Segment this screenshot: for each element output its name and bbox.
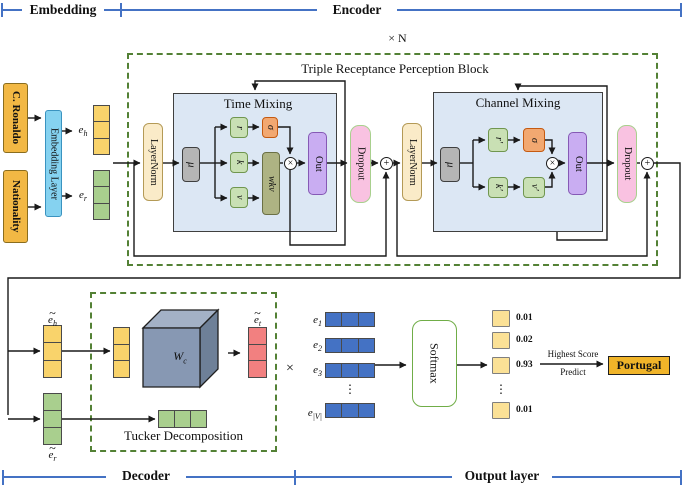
et-tilde-label: ~et	[253, 306, 262, 329]
times-symbol: ×	[286, 361, 294, 376]
time-mixing-mu-box: μ	[182, 147, 200, 182]
candidate-label-v: e|V|	[307, 407, 322, 422]
entity-box-head: C. Ronaldo	[3, 83, 28, 153]
channel-mixing-v-box: v′	[523, 177, 545, 198]
time-mixing-title: Time Mixing	[223, 96, 293, 111]
repeat-n-label: × N	[388, 31, 407, 45]
candidate-vector-1	[325, 312, 375, 327]
channel-mixing-title: Channel Mixing	[475, 95, 561, 110]
candidate-label-2: e2	[313, 339, 322, 354]
score-cell-v	[492, 402, 510, 419]
predicted-tail-vector	[248, 327, 267, 378]
tucker-label: Tucker Decomposition	[123, 428, 244, 443]
candidate-vector-2	[325, 338, 375, 353]
time-mixing-v-box: v	[230, 187, 248, 208]
score-value-1: 0.01	[516, 313, 533, 323]
channel-mixing-k-box: k′	[488, 177, 508, 198]
tucker-relation-vector	[158, 410, 207, 428]
decoder-head-vector	[43, 325, 62, 378]
candidate-vector-3	[325, 363, 375, 378]
score-cell-3	[492, 357, 510, 374]
head-embedding-vector	[93, 105, 110, 155]
section-label-output-layer: Output layer	[452, 468, 552, 484]
candidate-vector-v	[325, 403, 375, 418]
residual-add-2: +	[641, 157, 654, 170]
eh-tilde-label: ~eh	[48, 306, 57, 329]
candidate-vector-dots: ⋮	[344, 382, 356, 396]
channel-mixing-r-box: r′	[488, 128, 508, 152]
channel-mixing-sigma-box: σ	[523, 128, 545, 152]
prediction-box: Portugal	[608, 356, 670, 375]
time-mixing-multiply-node: ×	[284, 157, 297, 170]
dropout-1: Dropout	[350, 125, 371, 203]
layernorm-2: LayerNorm	[402, 123, 422, 201]
score-value-3: 0.93	[516, 360, 533, 370]
layernorm-1: LayerNorm	[143, 123, 163, 201]
tucker-dashed-box	[90, 292, 277, 452]
relation-embedding-vector	[93, 170, 110, 220]
section-label-embedding: Embedding	[22, 2, 104, 18]
core-tensor-cube	[141, 308, 220, 389]
time-mixing-k-box: k	[230, 152, 248, 173]
time-mixing-wkv-box: wkv	[262, 152, 280, 215]
time-mixing-r-box: r	[230, 117, 248, 138]
predict-caption-bottom: Predict	[560, 367, 586, 377]
encoder-dashed-box	[127, 53, 658, 266]
candidate-label-3: e3	[313, 364, 322, 379]
trp-block-title: Triple Receptance Perception Block	[301, 61, 489, 76]
score-cell-2	[492, 332, 510, 349]
score-cell-1	[492, 310, 510, 327]
softmax-box: Softmax	[412, 320, 457, 407]
decoder-relation-vector	[43, 393, 62, 445]
entity-box-relation: Nationality	[3, 170, 28, 243]
channel-mixing-multiply-node: ×	[546, 157, 559, 170]
score-value-2: 0.02	[516, 335, 533, 345]
time-mixing-out-box: Out	[308, 132, 327, 195]
embedding-layer-box: Embedding Layer	[45, 110, 62, 217]
tucker-head-vector	[113, 327, 130, 378]
predict-caption-top: Highest Score	[547, 349, 599, 359]
er-tilde-label: ~er	[48, 441, 57, 464]
core-tensor-label: Wc	[173, 349, 187, 366]
eh-label: eh	[78, 124, 88, 139]
section-label-encoder: Encoder	[317, 2, 397, 18]
section-label-decoder: Decoder	[106, 468, 186, 484]
candidate-label-1: e1	[313, 314, 322, 329]
time-mixing-sigma-box: σ	[262, 117, 278, 138]
residual-add-1: +	[380, 157, 393, 170]
score-cell-dots: ⋮	[495, 382, 507, 396]
channel-mixing-mu-box: μ	[440, 147, 460, 182]
er-label: er	[78, 189, 87, 204]
channel-mixing-out-box: Out	[568, 132, 587, 195]
dropout-2: Dropout	[617, 125, 637, 203]
score-value-v: 0.01	[516, 405, 533, 415]
